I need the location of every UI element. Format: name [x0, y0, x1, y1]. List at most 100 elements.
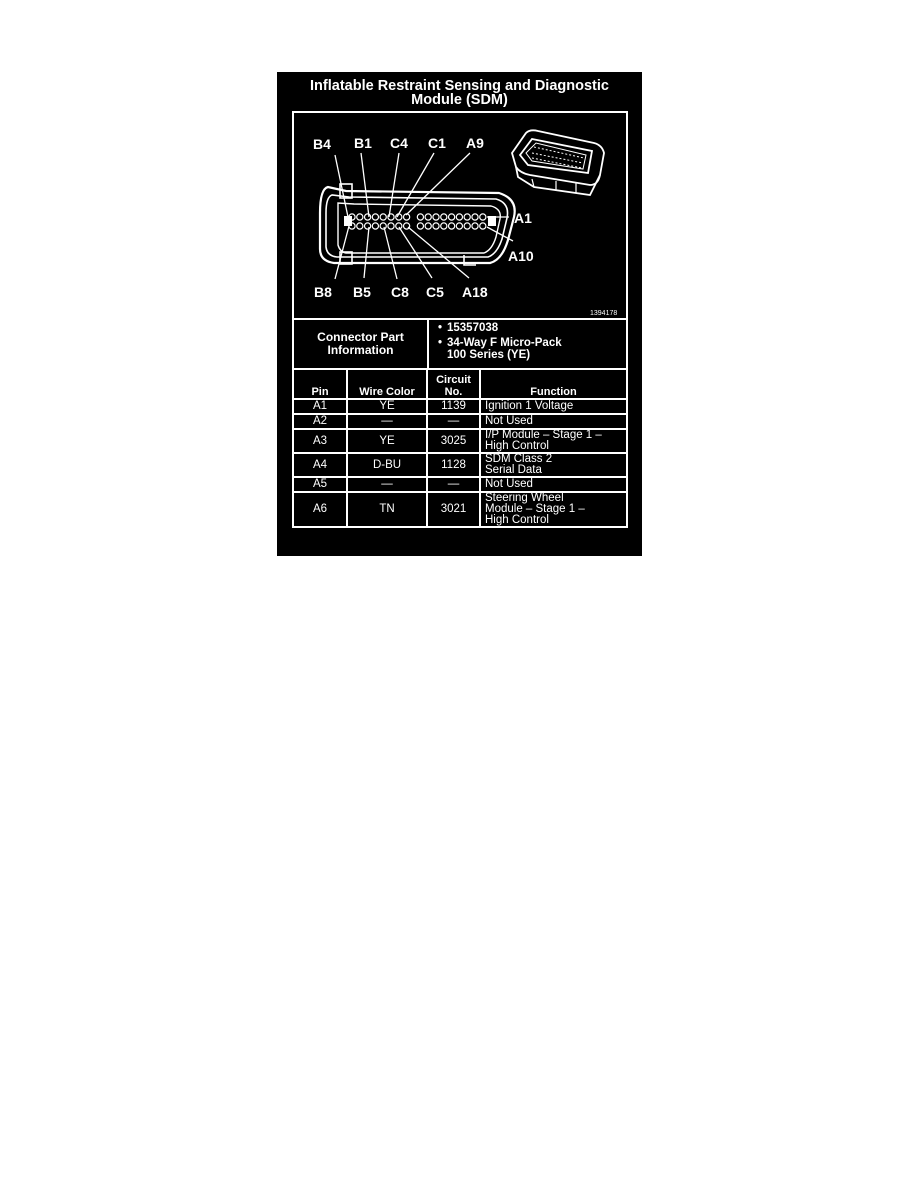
header-circuit: Circuit No. — [426, 368, 481, 400]
info-divider — [427, 320, 429, 368]
pin-hole — [416, 213, 425, 221]
label-A18: A18 — [462, 284, 488, 300]
pin-hole — [363, 222, 372, 230]
label-B5: B5 — [353, 284, 371, 300]
figure-id: 1394178 — [590, 310, 617, 317]
diagram-title: Inflatable Restraint Sensing and Diagnos… — [277, 79, 642, 108]
cell-wire-color: YE — [346, 398, 428, 415]
connector-info-box: Connector Part Information • 15357038 • … — [292, 320, 628, 370]
header-function: Function — [479, 368, 628, 400]
cell-wire-color: YE — [346, 428, 428, 454]
function-line: Steering Wheel — [485, 492, 564, 504]
pin-hole — [387, 213, 395, 221]
cell-pin: A5 — [292, 476, 348, 493]
connector-card: Inflatable Restraint Sensing and Diagnos… — [277, 72, 642, 556]
connector-face-drawing: B4 B1 C4 C1 A9 A1 A10 B8 B5 C8 C5 A18 13… — [313, 129, 617, 317]
label-B8: B8 — [314, 284, 332, 300]
cell-wire-color: — — [346, 413, 428, 430]
cell-circuit: 3025 — [426, 428, 481, 454]
label-B4: B4 — [313, 136, 331, 152]
cell-function: Ignition 1 Voltage — [479, 398, 628, 415]
part-number-text: 15357038 — [447, 322, 499, 334]
function-line: I/P Module – Stage 1 – — [485, 429, 602, 441]
connector-3d-view — [511, 129, 605, 196]
header-wire-color: Wire Color — [346, 368, 428, 400]
pin-hole — [455, 222, 464, 230]
table-header-row: Pin Wire Color Circuit No. Function — [292, 368, 628, 400]
header-circuit-line-1: Circuit — [436, 374, 471, 386]
cell-circuit: — — [426, 413, 481, 430]
bullet-icon: • — [437, 337, 443, 349]
connector-diagram: B4 B1 C4 C1 A9 A1 A10 B8 B5 C8 C5 A18 13… — [292, 111, 628, 320]
label-A1: A1 — [514, 210, 532, 226]
pin-hole — [471, 213, 479, 221]
pin-hole — [416, 222, 425, 230]
pin-hole — [463, 222, 471, 230]
cell-pin: A4 — [292, 452, 348, 478]
pin-hole — [463, 213, 471, 221]
pin-hole — [479, 222, 487, 230]
header-pin: Pin — [292, 368, 348, 400]
connector-description-line-2: 100 Series (YE) — [447, 349, 531, 361]
pin-hole — [379, 213, 387, 221]
pin-hole — [440, 213, 448, 221]
pin-hole — [440, 222, 448, 230]
pin-hole — [363, 213, 372, 221]
cell-wire-color: TN — [346, 491, 428, 528]
function-line: High Control — [485, 514, 549, 526]
label-C1: C1 — [428, 135, 446, 151]
pin-hole — [424, 222, 432, 230]
connector-description-line-1: 34-Way F Micro-Pack — [447, 337, 562, 349]
cell-pin: A2 — [292, 413, 348, 430]
cell-pin: A6 — [292, 491, 348, 528]
pin-hole — [371, 213, 380, 221]
connector-description: • 34-Way F Micro-Pack 100 Series (YE) — [433, 337, 623, 361]
connector-info-label-line-2: Information — [327, 343, 394, 357]
pin-hole — [348, 213, 356, 221]
pin-holes — [348, 213, 487, 230]
label-C4: C4 — [390, 135, 408, 151]
connector-info-values: • 15357038 • 34-Way F Micro-Pack 100 Ser… — [433, 322, 623, 364]
function-line: High Control — [485, 440, 549, 452]
function-line: Not Used — [485, 478, 533, 490]
cell-circuit: 1128 — [426, 452, 481, 478]
pin-hole — [447, 222, 456, 230]
connector-info-label-line-1: Connector Part — [317, 330, 404, 344]
label-A9: A9 — [466, 135, 484, 151]
function-line: Not Used — [485, 415, 533, 427]
leader-lines — [334, 152, 514, 280]
table-row: A2——Not Used — [292, 413, 628, 430]
pin-hole — [447, 213, 456, 221]
cell-function: I/P Module – Stage 1 –High Control — [479, 428, 628, 454]
connector-body — [318, 183, 516, 266]
pin-hole — [356, 213, 364, 221]
function-line: SDM Class 2 — [485, 453, 553, 465]
cell-pin: A1 — [292, 398, 348, 415]
cell-function: Not Used — [479, 413, 628, 430]
label-C5: C5 — [426, 284, 444, 300]
cell-circuit: 1139 — [426, 398, 481, 415]
pin-hole — [379, 222, 387, 230]
pin-hole — [432, 222, 440, 230]
function-line: Module – Stage 1 – — [485, 503, 585, 515]
cell-circuit: 3021 — [426, 491, 481, 528]
pin-hole — [395, 222, 403, 230]
pin-hole — [356, 222, 364, 230]
pin-hole — [479, 213, 487, 221]
title-line-2: Module (SDM) — [411, 92, 508, 108]
connector-part-number: • 15357038 — [433, 322, 623, 334]
pin-hole — [432, 213, 440, 221]
cell-wire-color: — — [346, 476, 428, 493]
pin-hole — [471, 222, 479, 230]
label-B1: B1 — [354, 135, 372, 151]
pin-hole — [455, 213, 464, 221]
pin-hole — [371, 222, 380, 230]
label-A10: A10 — [508, 248, 534, 264]
bullet-icon: • — [437, 322, 443, 334]
